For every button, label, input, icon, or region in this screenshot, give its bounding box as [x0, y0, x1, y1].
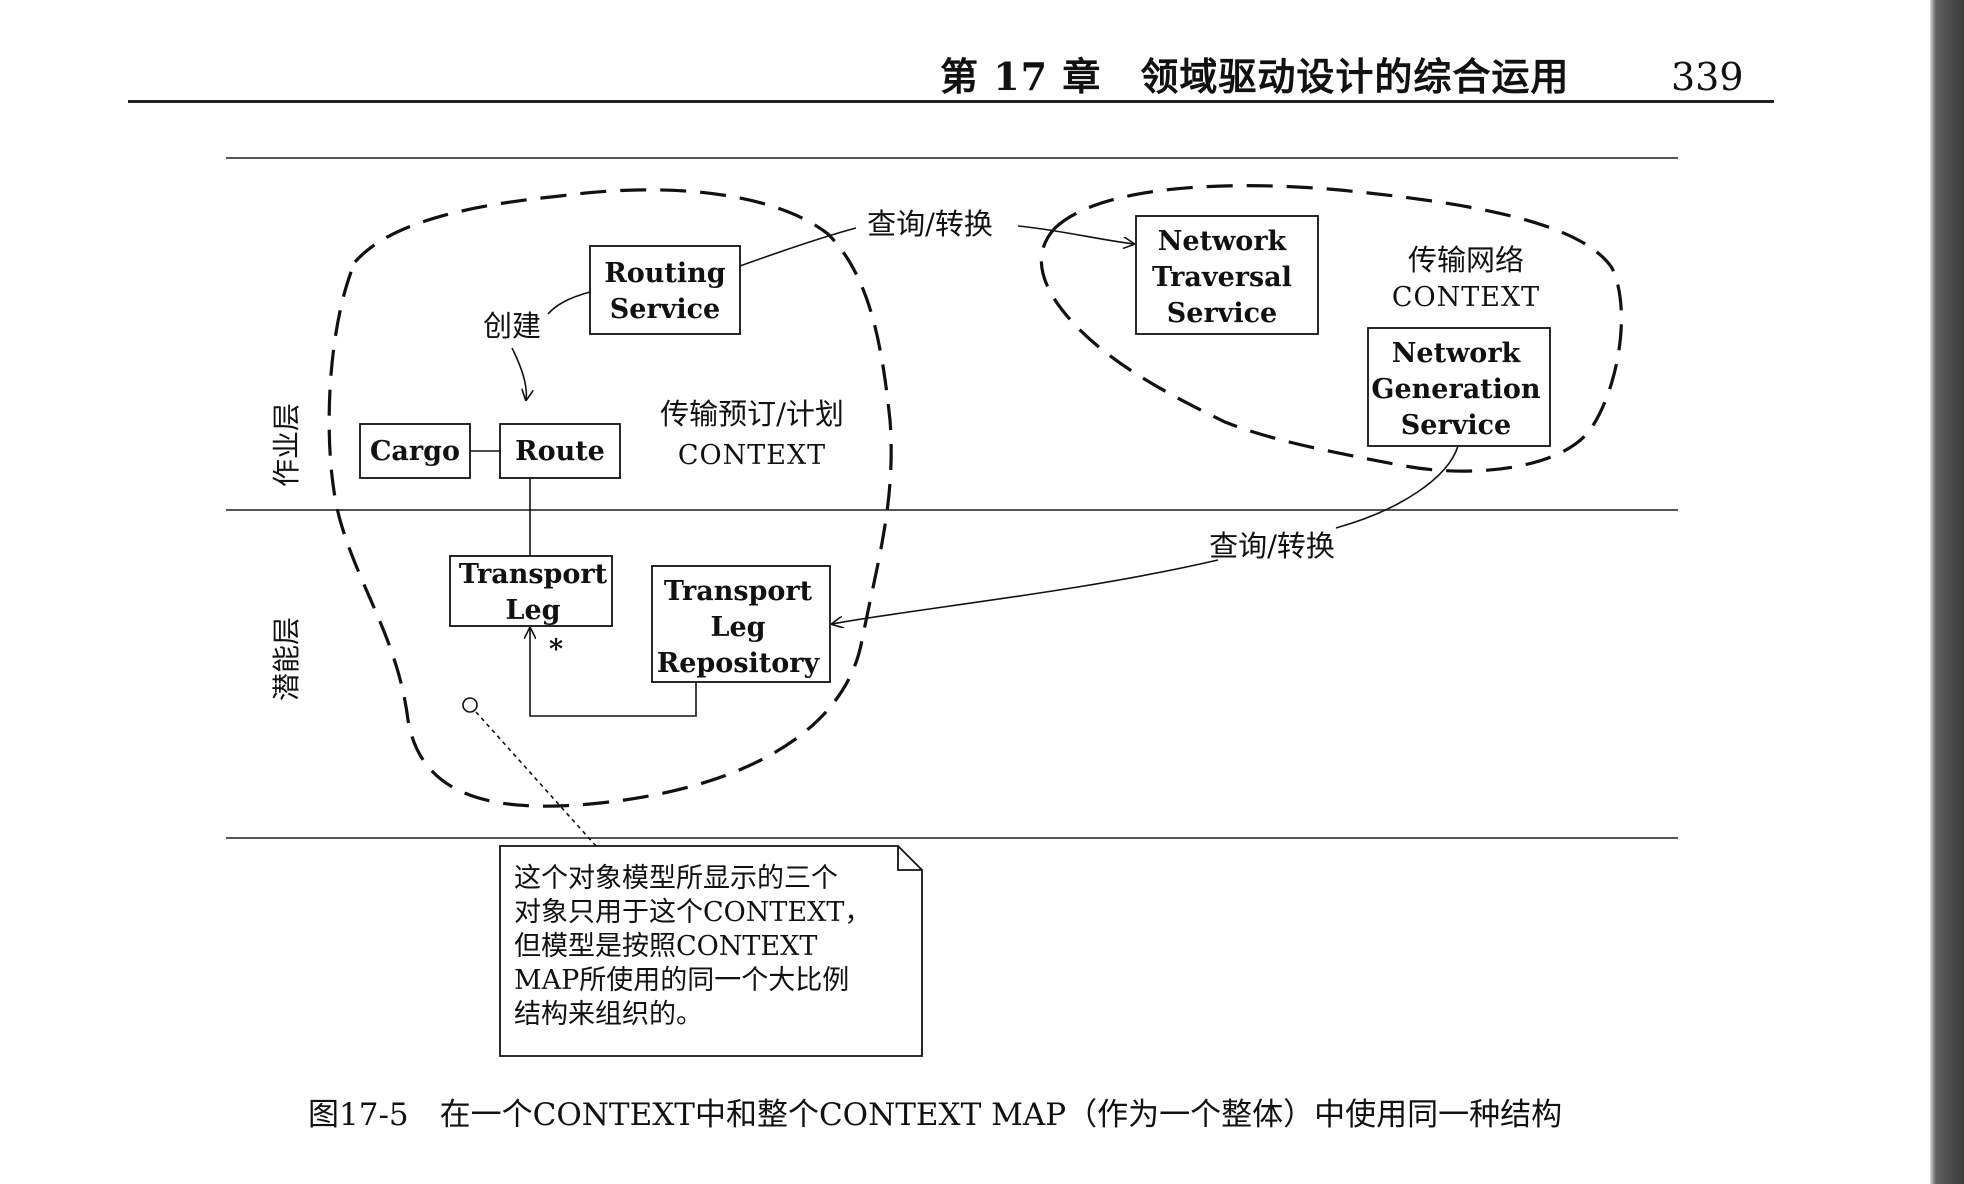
network-generation-service-box [1367, 327, 1551, 447]
svg-text:Service: Service [1401, 410, 1511, 441]
svg-text:Leg: Leg [505, 595, 560, 626]
figure-caption: 图17-5 在一个CONTEXT中和整个CONTEXT MAP（作为一个整体）中… [308, 1097, 1563, 1133]
cargo-name: Cargo [370, 436, 460, 467]
routing-to-query-line [739, 227, 857, 267]
svg-text:Service: Service [610, 294, 720, 325]
route-box [499, 423, 621, 479]
booking-context-name: 传输预订/计划 [660, 397, 844, 431]
note-connector [475, 711, 597, 847]
layer-label-operation: 作业层 [270, 403, 303, 487]
transport-leg-repository-box [651, 565, 831, 683]
svg-text:Network: Network [1392, 338, 1522, 369]
query-convert-label-top: 查询/转换 [867, 207, 993, 241]
transport-leg-name: Transport Leg [459, 559, 608, 626]
header-rule [128, 100, 1774, 103]
network-generation-service-name: Network Generation Service [1371, 338, 1541, 441]
svg-text:Routing: Routing [604, 258, 725, 289]
create-label: 创建 [483, 309, 541, 343]
layer-label-potential: 潜能层 [270, 617, 303, 701]
multiplicity-star: * [549, 634, 563, 665]
booking-context-suffix: CONTEXT [678, 440, 826, 471]
routing-to-create-line [547, 291, 591, 315]
svg-text:Transport: Transport [664, 576, 813, 607]
network-context-boundary [1039, 184, 1623, 473]
note-text: 这个对象模型所显示的三个 对象只用于这个CONTEXT， 但模型是按照CONTE… [514, 863, 872, 1030]
svg-text:Service: Service [1167, 298, 1277, 329]
routing-service-box [589, 245, 741, 335]
repository-transportleg-arrow [530, 628, 697, 717]
query-convert-label-bottom: 查询/转换 [1209, 529, 1335, 563]
note-anchor-circle [462, 697, 478, 713]
svg-text:Repository: Repository [657, 648, 821, 679]
routing-service-name: Routing Service [604, 258, 725, 325]
svg-text:Network: Network [1158, 226, 1288, 257]
page-number: 339 [1671, 55, 1744, 99]
network-traversal-service-box [1135, 215, 1319, 335]
running-head: 第 17 章 领域驱动设计的综合运用 [940, 54, 1570, 99]
generation-to-query-line [1335, 445, 1459, 529]
route-name: Route [515, 436, 605, 467]
svg-text:Transport: Transport [459, 559, 608, 590]
svg-text:Generation: Generation [1371, 374, 1541, 405]
booking-context-boundary [327, 188, 893, 808]
svg-text:Traversal: Traversal [1152, 262, 1292, 293]
transport-leg-box [449, 555, 613, 627]
svg-text:Leg: Leg [710, 612, 765, 643]
query-to-traversal-arrow [1017, 225, 1134, 244]
transport-leg-repository-name: Transport Leg Repository [657, 576, 821, 679]
network-context-name: 传输网络 [1408, 243, 1524, 277]
query-to-repository-arrow [832, 559, 1219, 624]
network-context-suffix: CONTEXT [1392, 282, 1540, 313]
note-box-outline [499, 845, 923, 1057]
network-traversal-service-name: Network Traversal Service [1152, 226, 1292, 329]
create-arrow [511, 347, 526, 400]
scan-edge-shadow [1930, 0, 1964, 1184]
